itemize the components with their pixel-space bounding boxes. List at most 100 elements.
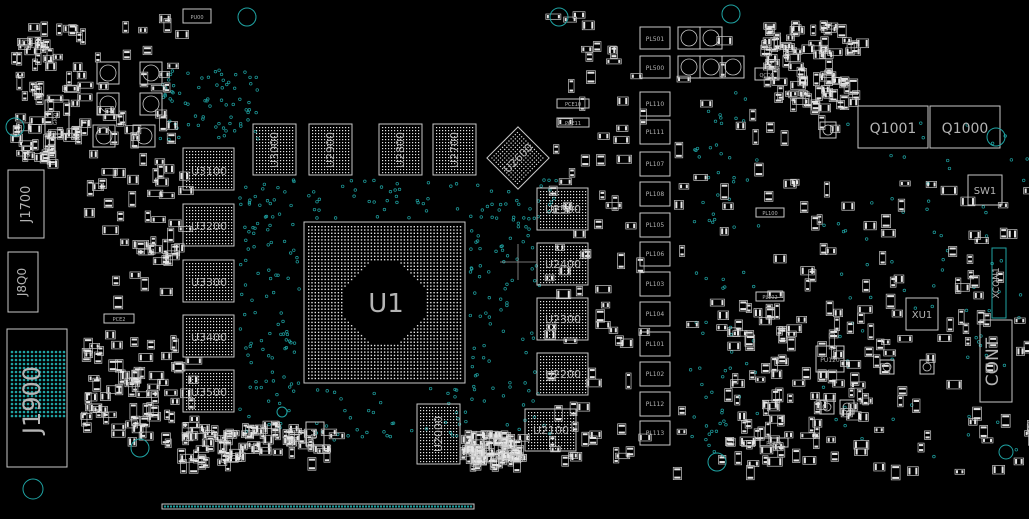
ball-pad bbox=[210, 379, 212, 381]
ball-pad bbox=[339, 142, 341, 144]
ball-pad bbox=[327, 331, 330, 333]
ball-pad bbox=[339, 148, 341, 150]
ball-pad bbox=[314, 321, 316, 324]
ball-pad bbox=[201, 263, 203, 265]
ball-pad bbox=[337, 232, 340, 234]
ball-pad bbox=[347, 229, 349, 231]
ball-pad bbox=[385, 163, 387, 165]
ball-pad bbox=[195, 234, 197, 236]
ball-pad bbox=[192, 403, 194, 405]
ball-pad bbox=[317, 292, 320, 294]
ball-pad bbox=[222, 234, 224, 236]
ball-pad bbox=[213, 321, 215, 323]
passive-component bbox=[925, 353, 936, 363]
passive-component bbox=[577, 402, 591, 412]
ball-pad bbox=[430, 275, 432, 277]
ball-pad bbox=[219, 327, 221, 329]
ball-pad bbox=[374, 371, 376, 373]
ball-pad bbox=[189, 406, 191, 408]
ball-pad bbox=[339, 160, 341, 162]
ball-pad bbox=[192, 263, 194, 265]
ball-pad bbox=[443, 292, 445, 294]
ball-pad bbox=[186, 388, 188, 390]
via bbox=[480, 208, 484, 212]
chip-label: U2700 bbox=[448, 132, 461, 168]
ball-pad bbox=[314, 334, 316, 337]
ball-pad bbox=[436, 308, 439, 310]
ball-pad bbox=[334, 371, 336, 373]
ball-pad bbox=[186, 342, 188, 344]
ball-pad bbox=[354, 226, 356, 228]
ball-pad bbox=[201, 237, 203, 239]
ball-pad bbox=[213, 181, 215, 183]
ball-pad bbox=[334, 295, 336, 297]
via bbox=[217, 68, 221, 72]
ball-pad bbox=[334, 351, 336, 353]
gpu-u1[interactable]: U1 bbox=[303, 221, 466, 384]
ball-pad bbox=[377, 232, 379, 234]
ball-pad bbox=[370, 232, 373, 234]
via bbox=[261, 187, 265, 191]
via bbox=[277, 212, 282, 216]
ball-pad bbox=[186, 172, 188, 174]
ball-pad bbox=[337, 351, 340, 353]
ball-pad bbox=[382, 139, 384, 141]
ball-pad bbox=[409, 127, 411, 129]
ball-pad bbox=[436, 295, 439, 297]
ball-pad bbox=[387, 249, 389, 251]
ball-pad bbox=[426, 272, 429, 274]
ball-pad bbox=[420, 282, 422, 284]
ball-pad bbox=[222, 403, 224, 405]
ball-pad bbox=[186, 243, 188, 245]
ball-pad bbox=[308, 364, 310, 366]
ball-pad bbox=[228, 240, 230, 242]
ball-pad bbox=[433, 325, 435, 327]
ball-pad bbox=[225, 154, 227, 156]
ball-pad bbox=[189, 160, 191, 162]
passive-component bbox=[556, 289, 572, 300]
ball-pad bbox=[354, 268, 356, 271]
passive-component bbox=[773, 254, 787, 264]
ball-pad bbox=[436, 133, 438, 135]
passive-component bbox=[599, 190, 606, 200]
ball-pad bbox=[213, 154, 215, 156]
ball-pad bbox=[222, 345, 224, 347]
ball-pad bbox=[204, 187, 206, 189]
ball-pad bbox=[334, 354, 336, 357]
passive-component bbox=[53, 53, 63, 61]
ball-pad bbox=[189, 263, 191, 265]
ball-pad bbox=[410, 348, 412, 350]
ball-pad bbox=[317, 268, 320, 271]
via bbox=[843, 424, 847, 428]
ball-pad bbox=[348, 160, 350, 162]
ball-pad bbox=[321, 265, 323, 267]
ball-pad bbox=[347, 272, 349, 274]
ball-pad bbox=[409, 172, 411, 174]
ball-pad bbox=[317, 377, 320, 380]
ball-pad bbox=[456, 351, 458, 353]
ball-pad bbox=[207, 263, 209, 265]
ball-pad bbox=[216, 321, 218, 323]
ball-pad bbox=[213, 237, 215, 239]
passive-component bbox=[571, 421, 579, 432]
ball-pad bbox=[317, 361, 320, 363]
via bbox=[267, 268, 271, 272]
ball-pad bbox=[231, 187, 233, 189]
ball-pad bbox=[420, 275, 422, 277]
ball-pad bbox=[207, 296, 209, 298]
ball-pad bbox=[311, 331, 313, 333]
ball-pad bbox=[420, 229, 422, 231]
passive-component bbox=[722, 202, 734, 210]
ball-pad bbox=[207, 234, 209, 236]
ball-pad bbox=[472, 172, 474, 174]
ball-pad bbox=[317, 338, 320, 340]
ball-pad bbox=[330, 172, 332, 174]
ball-pad bbox=[213, 263, 215, 265]
ball-pad bbox=[436, 145, 438, 147]
via bbox=[870, 201, 874, 205]
ball-pad bbox=[459, 328, 462, 330]
ball-pad bbox=[413, 235, 415, 238]
ball-pad bbox=[204, 348, 206, 350]
ball-pad bbox=[342, 130, 344, 132]
ball-pad bbox=[321, 157, 323, 159]
